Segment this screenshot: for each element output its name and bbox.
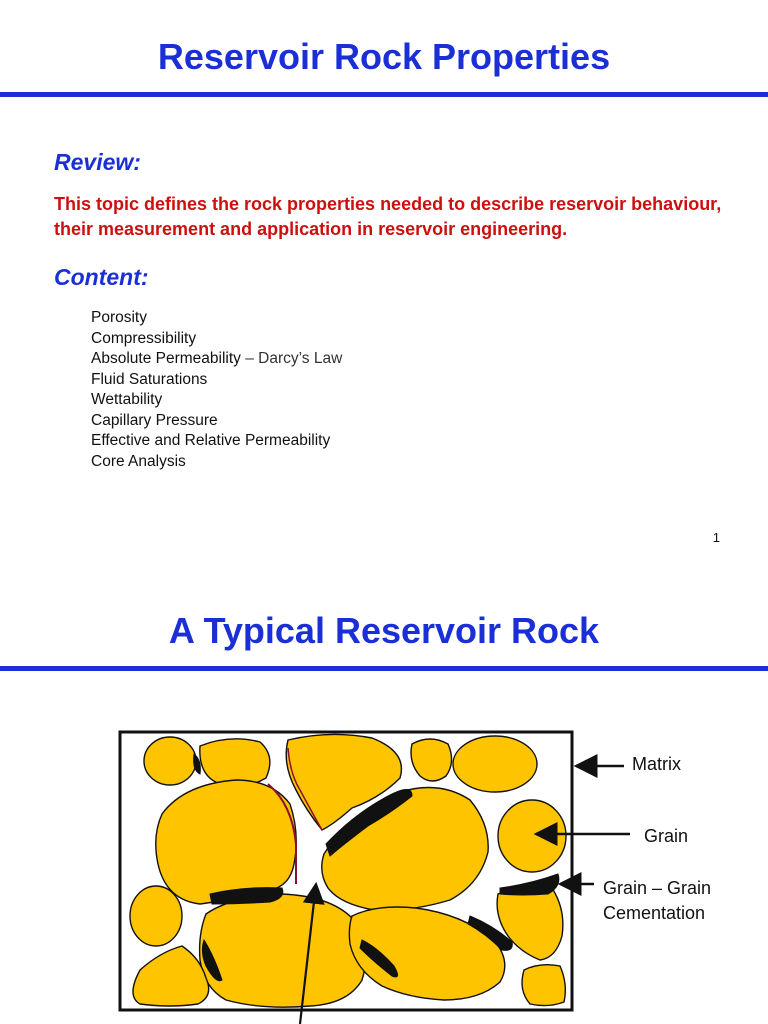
cement: [193, 753, 201, 775]
grain: [521, 963, 567, 1007]
grain: [129, 885, 183, 947]
cementation-label-line1: Grain – Grain: [603, 878, 712, 898]
grain: [143, 736, 197, 786]
grain: [285, 733, 403, 831]
grain: [410, 738, 453, 782]
grain: [132, 945, 210, 1007]
slide1-title-rule: [0, 92, 768, 97]
pore-arrow: [298, 881, 325, 1024]
list-item: Absolute Permeability – Darcy’s Law: [91, 350, 343, 367]
list-item: Compressibility: [91, 329, 197, 347]
list-item: Wettability: [91, 391, 163, 408]
matrix-label: Matrix: [632, 754, 681, 774]
cement: [209, 887, 284, 905]
grain-label: Grain: [644, 826, 689, 846]
page-number: 1: [712, 530, 720, 545]
content-heading: Content:: [54, 264, 149, 290]
grain: [348, 906, 506, 1001]
grain: [452, 735, 538, 793]
list-item: Porosity: [91, 309, 147, 326]
review-heading: Review:: [54, 149, 141, 175]
list-item: Fluid Saturations: [91, 370, 208, 388]
cement: [499, 873, 560, 896]
cement: [359, 939, 398, 978]
cement: [325, 789, 413, 857]
grain-edge: [287, 747, 323, 831]
grain: [199, 738, 271, 787]
grain: [155, 779, 297, 905]
cement: [201, 938, 223, 982]
cement: [467, 915, 513, 951]
content-list: Porosity Compressibility Absolute Permea…: [91, 308, 342, 472]
list-item: Effective and Relative Permeability: [91, 432, 331, 449]
review-text: This topic defines the rock properties n…: [54, 194, 722, 239]
cementation-label-line2: Cementation: [603, 903, 706, 923]
slide2-title-rule: [0, 666, 768, 671]
slide1-title: Reservoir Rock Properties: [157, 36, 611, 77]
grain: [497, 799, 567, 873]
slide2-title: A Typical Reservoir Rock: [168, 610, 600, 651]
rock-diagram: [118, 730, 630, 1024]
grain-edge: [267, 783, 297, 884]
grain: [198, 893, 367, 1008]
list-item: Core Analysis: [91, 452, 186, 470]
list-item: Capillary Pressure: [91, 411, 218, 429]
